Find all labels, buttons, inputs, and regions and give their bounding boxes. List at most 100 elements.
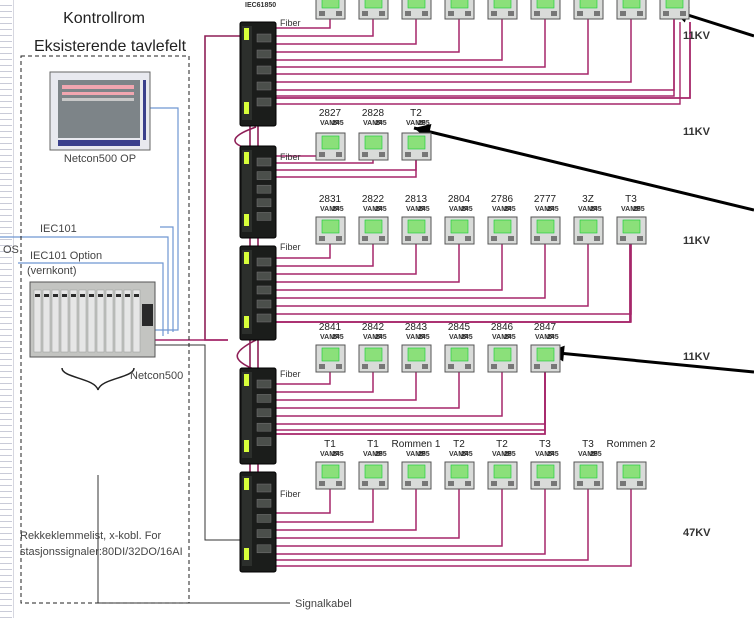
switch-4-port-3 [256,408,272,418]
relay-r1-2-screen [364,0,383,9]
relay-vamp-r5-6: VAMP [535,451,555,458]
switch-1-port-1 [256,33,272,43]
operator-panel-base [58,140,140,146]
relay-r5-5-key-1 [491,481,497,486]
relay-model-r2-1: 245 [332,120,344,127]
relay-vamp-r3-6: VAMP [535,206,555,213]
cable-r4-2847 [276,372,546,435]
relay-model-r3-7: 245 [590,206,602,213]
relay-name-r4-2: 2842 [361,322,385,333]
comm-line-2 [160,226,174,332]
switch-4-port-2 [256,394,272,403]
relay-r5-1-screen [321,464,340,479]
voltage-label-1: 11KV [683,30,710,42]
relay-model-r5-7: 255 [590,451,602,458]
cable-r3-3 [276,244,417,275]
relay-name-r2-2: 2828 [361,108,385,119]
relay-name-r3-4: 2804 [447,194,471,205]
relay-name-r5-8: Rommen 2 [606,439,656,450]
switch-1-accent-1 [244,28,249,40]
relay-r2-2-key-2 [379,152,385,157]
fiber-label-1: Fiber [280,18,301,28]
relay-model-r3-2: 245 [375,206,387,213]
relay-r3-4-key-2 [465,236,471,241]
cable-r1-2 [276,19,374,37]
fiber-label-5: Fiber [280,489,301,499]
relay-r3-1-screen [321,219,340,234]
relay-r5-5-screen [493,464,512,479]
relay-vamp-r3-2: VAMP [363,206,383,213]
fiber-label-3: Fiber [280,242,301,252]
relay-r5-1-key-1 [319,481,325,486]
relay-r1-6-key-2 [551,11,557,16]
relay-r3-2-screen [364,219,383,234]
switch-5-port-2 [256,498,272,508]
switch-4-port-4 [256,422,272,432]
cable-r3-7 [276,244,589,307]
switch-1-port-2 [256,49,272,59]
netcon500-led-7 [89,294,94,297]
relay-model-r3-8: 255 [633,206,645,213]
relay-r5-4-key-2 [465,481,471,486]
netcon-to-switch5 [155,344,240,541]
relay-r2-3-screen [407,135,426,150]
relay-name-r3-2: 2822 [361,194,385,205]
relay-r4-3-key-2 [422,364,428,369]
relay-r5-7-screen [579,464,598,479]
netcon500-led-8 [98,294,103,297]
relay-r2-1-screen [321,135,340,150]
cable-r3-1 [276,244,331,259]
switch-2-side [242,150,252,232]
relay-r1-7-screen [579,0,598,9]
relay-model-r5-5: 255 [504,451,516,458]
switch-4-port-1 [256,379,272,389]
relay-model-r3-3: 245 [418,206,430,213]
relay-name-r5-4: T2 [453,439,465,450]
relay-model-r4-3: 245 [418,334,430,341]
relay-model-r3-6: 245 [547,206,559,213]
relay-r5-1-key-2 [336,481,342,486]
relay-name-r5-7: T3 [582,439,594,450]
relay-r3-5-key-2 [508,236,514,241]
relay-name-r3-8: T3 [625,194,637,205]
relay-name-r3-5: 2786 [490,194,514,205]
relay-r5-3-key-1 [405,481,411,486]
relay-r5-6-key-1 [534,481,540,486]
switch-2-accent-1 [244,152,249,164]
relay-name-r5-1: T1 [324,439,336,450]
iec101-option-label: IEC101 Option [30,250,103,262]
switch-1-side [242,26,252,120]
relay-r3-5-screen [493,219,512,234]
switch-3-accent-2 [244,316,249,328]
cable-r5-1 [276,489,331,514]
relay-r1-3-key-2 [422,11,428,16]
cable-r4-7 [276,372,546,431]
relay-r5-3-screen [407,464,426,479]
switch-2-port-4 [256,198,272,208]
switch-2-accent-2 [244,214,249,226]
switch-1-port-4 [256,81,272,91]
relay-r1-9-key-1 [663,11,669,16]
cable-r5-4 [276,489,460,539]
relay-r5-8-key-2 [637,481,643,486]
relay-r1-3-screen [407,0,426,9]
cable-r3-5 [276,244,503,291]
relay-r5-4-screen [450,464,469,479]
relay-r3-6-key-2 [551,236,557,241]
voltage-label-4: 11KV [683,351,710,363]
cable-r4-2 [276,372,374,393]
relay-vamp-r4-2: VAMP [363,334,383,341]
relay-model-r5-2: 255 [375,451,387,458]
switch-5-accent-1 [244,478,249,490]
relay-r4-6-screen [536,347,555,362]
operator-panel-bar-1 [62,85,134,89]
relay-r3-1-key-2 [336,236,342,241]
relay-name-r5-3: Rommen 1 [391,439,441,450]
relay-r5-2-screen [364,464,383,479]
relay-r1-6-screen [536,0,555,9]
relay-r3-6-key-1 [534,236,540,241]
relay-r1-5-screen [493,0,512,9]
relay-r1-1-screen [321,0,340,9]
cable-r1-3 [276,19,417,45]
